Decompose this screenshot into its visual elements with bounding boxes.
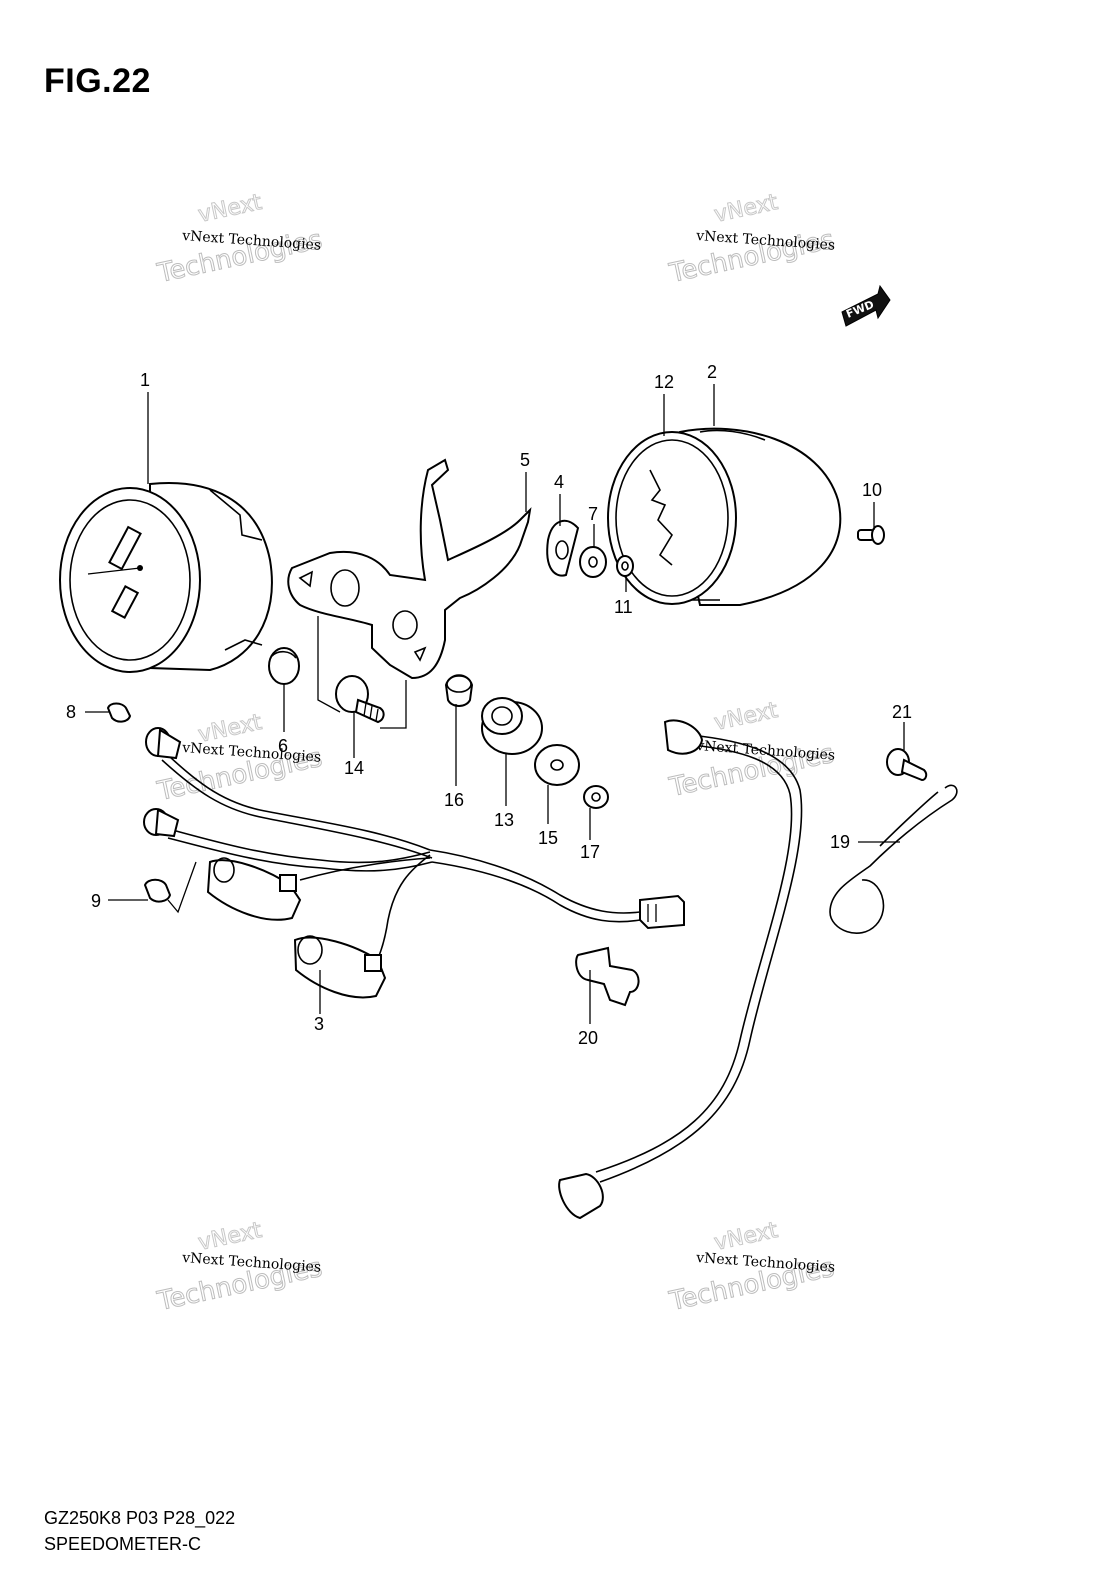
screw-21 xyxy=(886,748,928,782)
callout-9: 9 xyxy=(91,891,101,911)
screw-10 xyxy=(857,525,885,545)
svg-text:vNext: vNext xyxy=(196,190,264,228)
section-name: SPEEDOMETER-C xyxy=(44,1534,202,1554)
svg-text:vNext: vNext xyxy=(196,1218,264,1256)
cable-clamp xyxy=(575,946,640,1007)
svg-text:vNext: vNext xyxy=(712,1218,780,1256)
bulb-8 xyxy=(106,702,132,723)
callout-11: 11 xyxy=(614,597,633,617)
callout-2: 2 xyxy=(707,362,717,382)
watermark-bottom-left: vNext Technologies vNext Technologies xyxy=(154,1217,326,1317)
callout-10: 10 xyxy=(862,480,882,500)
callout-1: 1 xyxy=(140,370,150,390)
watermark-top-left: vNext Technologies vNext Technologies xyxy=(154,189,326,289)
callout-15: 15 xyxy=(538,828,558,848)
callout-6: 6 xyxy=(278,736,288,756)
nut-17 xyxy=(583,785,609,809)
callout-12: 12 xyxy=(654,372,674,392)
callout-19: 19 xyxy=(830,832,850,852)
grommet-13 xyxy=(481,697,543,755)
speedometer-cable xyxy=(558,719,803,1220)
cushion-part xyxy=(546,519,580,577)
meter-bracket xyxy=(287,458,532,680)
fwd-arrow-icon: FWD xyxy=(841,284,891,327)
svg-text:vNext: vNext xyxy=(712,698,780,736)
callout-16: 16 xyxy=(444,790,464,810)
callout-21: 21 xyxy=(892,702,912,722)
callout-20: 20 xyxy=(578,1028,598,1048)
model-code: GZ250K8 P03 P28_022 xyxy=(44,1508,236,1528)
lamp-socket-harness xyxy=(143,727,685,999)
meter-ring xyxy=(607,431,737,605)
callout-7: 7 xyxy=(588,504,598,524)
callout-14: 14 xyxy=(344,758,364,778)
callout-17: 17 xyxy=(580,842,600,862)
grommet-6 xyxy=(268,647,300,685)
watermark-bottom-right: vNext Technologies vNext Technologies xyxy=(666,1217,838,1317)
grommet-16 xyxy=(444,674,474,707)
watermark-mid-left: vNext Technologies vNext Technologies xyxy=(154,709,326,807)
return-spring xyxy=(829,784,958,934)
washer-7 xyxy=(579,546,607,578)
bolt-14 xyxy=(335,675,385,724)
callout-8: 8 xyxy=(66,702,76,722)
callout-4: 4 xyxy=(554,472,564,492)
watermark-top-right: vNext Technologies vNext Technologies xyxy=(666,189,838,289)
bulb-9 xyxy=(143,878,172,903)
callout-13: 13 xyxy=(494,810,514,830)
callout-3: 3 xyxy=(314,1014,324,1034)
washer-15 xyxy=(534,744,580,786)
callout-5: 5 xyxy=(520,450,530,470)
svg-text:vNext: vNext xyxy=(712,190,780,228)
nut-11 xyxy=(616,555,634,577)
speedometer-gauge xyxy=(59,482,273,673)
callout-labels: 1 2 3 4 5 6 7 8 9 10 11 12 13 14 15 16 1… xyxy=(66,362,912,1048)
leader-lines xyxy=(85,384,905,1024)
figure-title: FIG.22 xyxy=(44,62,151,100)
